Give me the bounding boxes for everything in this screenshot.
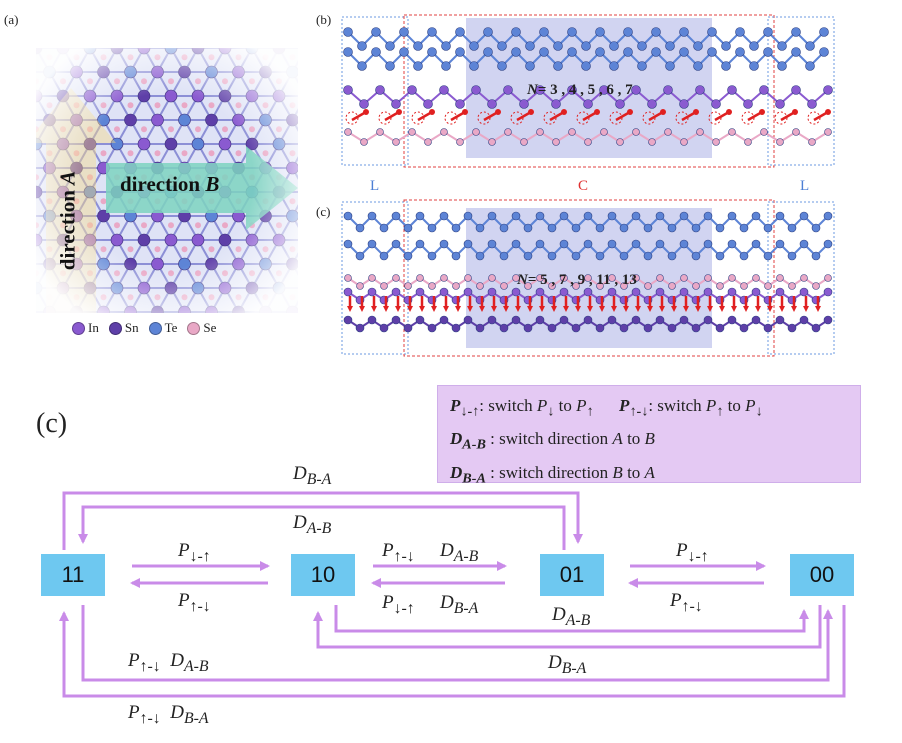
legend-se: Se	[187, 320, 216, 336]
panel-c-structure	[338, 198, 836, 358]
edge-label-11-10: P↓-↑	[178, 540, 211, 565]
se-atom-icon	[187, 321, 201, 335]
in-atom-icon	[72, 321, 85, 335]
loop-11-to-01	[62, 491, 583, 550]
legend-sn: Sn	[108, 320, 139, 336]
state-11: 11	[41, 554, 105, 596]
edge-label-loop-outer: DB-A	[293, 463, 332, 488]
loop-11-to-00	[81, 605, 833, 682]
panel-a-label: (a)	[4, 12, 19, 27]
diagram-label: (c)	[36, 408, 68, 439]
edge-label-00-10: DB-A	[548, 652, 587, 677]
legend-in: In	[72, 320, 99, 336]
atom-legend: In Sn Te Se	[72, 320, 216, 336]
edge-label-loop-inner: DA-B	[293, 512, 332, 537]
edge-label-10-00: DA-B	[552, 604, 591, 629]
legend-te: Te	[148, 320, 177, 336]
panel-a-lattice: direction B direction A	[36, 48, 298, 313]
edge-label-10-11: P↑-↓	[178, 590, 211, 615]
edge-label-10-01-d: DA-B	[440, 540, 479, 565]
state-01: 01	[540, 554, 604, 596]
loop-00-to-10	[313, 605, 822, 649]
edge-label-00-11: P↑-↓ DB-A	[128, 702, 209, 727]
loop-00-to-11	[59, 605, 846, 698]
panel-b-n-label: N= 3 , 4 , 5 , 6 , 7	[527, 82, 633, 98]
hex-lattice-image	[36, 48, 298, 313]
center-region-label: C	[578, 178, 589, 194]
edge-label-01-00: P↓-↑	[676, 540, 709, 565]
edge-label-11-00: P↑-↓ DA-B	[128, 650, 209, 675]
right-lead-label: L	[800, 178, 810, 194]
panel-c-n-label: N= 5 , 7 , 9 , 11 , 13	[517, 272, 637, 288]
direction-b-label: direction B	[120, 172, 220, 196]
sn-atom-icon	[108, 321, 122, 335]
edge-label-01-10-p: P↓-↑	[382, 592, 415, 617]
legend-line-3: DB-A : switch direction B to A	[450, 462, 655, 487]
loop-01-to-11	[78, 505, 566, 550]
legend-box: P↓-↑: switch P↓ to P↑ P↑-↓: switch P↑ to…	[437, 385, 861, 486]
left-lead-label: L	[370, 178, 380, 194]
edge-label-10-01-p: P↑-↓	[382, 540, 415, 565]
edge-label-01-10-d: DB-A	[440, 592, 479, 617]
structure-b-image	[341, 14, 835, 168]
panel-c-top-label: (c)	[316, 204, 331, 219]
state-10: 10	[291, 554, 355, 596]
panel-b-structure	[338, 14, 836, 169]
legend-line-1: P↓-↑: switch P↓ to P↑ P↑-↓: switch P↑ to…	[450, 396, 763, 420]
panel-b-label: (b)	[316, 12, 332, 27]
loop-10-to-00	[334, 605, 809, 633]
state-00: 00	[790, 554, 854, 596]
structure-c-image	[341, 199, 835, 357]
legend-line-2: DA-B : switch direction A to B	[450, 429, 655, 453]
edge-label-00-01: P↑-↓	[670, 590, 703, 615]
te-atom-icon	[148, 321, 162, 335]
